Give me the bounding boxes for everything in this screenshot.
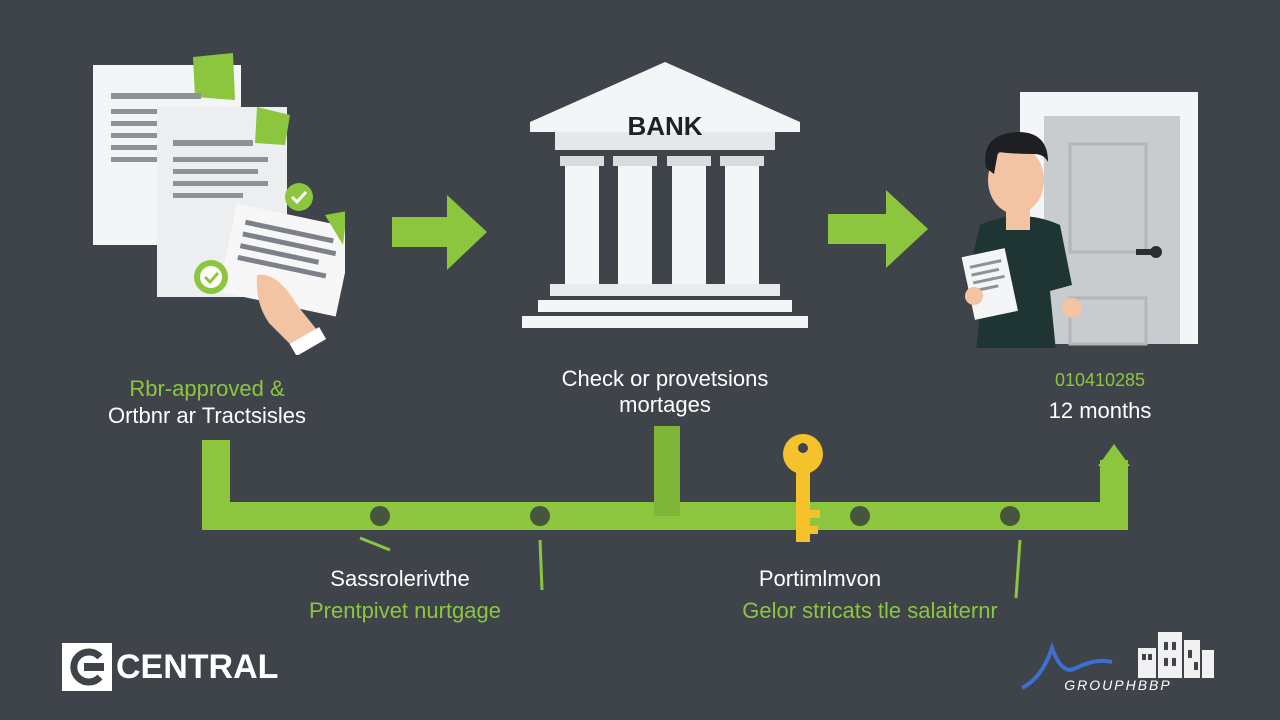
timeline-connector — [202, 426, 1130, 599]
group-logo-text: GROUPHBBP — [1064, 677, 1171, 693]
step1-label-line2: Ortbnr ar Tractsisles — [107, 403, 307, 428]
key-icon — [783, 434, 823, 542]
central-logo: CENTRAL — [62, 642, 278, 692]
lower-step2-label-line1: Portimlmvon — [758, 566, 882, 591]
step1-label-line1: Rbr-approved & — [129, 376, 285, 401]
step2-label-line2: mortages — [619, 392, 711, 417]
person-door-icon — [961, 92, 1198, 348]
bank-label: BANK — [627, 111, 702, 141]
lower-step1-label-line1: Sassrolerivthe — [330, 566, 470, 591]
central-logo-text: CENTRAL — [116, 647, 279, 686]
step3-label-line1: 010410285 — [1054, 370, 1146, 390]
step3-label-line2: 12 months — [1048, 398, 1152, 423]
lower-step2-label-line2: Gelor stricats tle salaiternr — [742, 598, 998, 623]
bank-icon: BANK — [522, 62, 808, 328]
central-logo-icon — [62, 643, 112, 691]
arrow-right-icon — [828, 190, 928, 268]
group-logo: GROUPHBBP — [1021, 632, 1214, 693]
step2-label-line1: Check or provetsions — [561, 366, 769, 391]
lower-step1-label-line2: Prentpivet nurtgage — [308, 598, 502, 623]
arrow-right-icon — [392, 195, 487, 270]
documents-icon — [93, 53, 345, 355]
